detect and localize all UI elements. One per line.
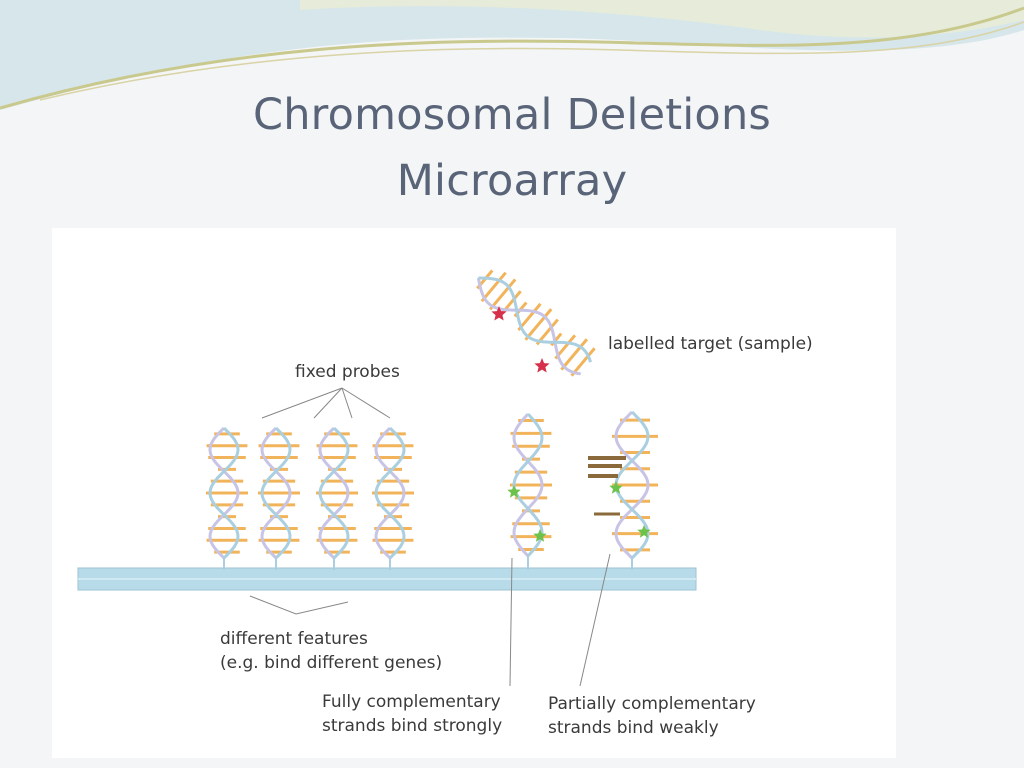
base-pair-rung [560, 338, 589, 371]
microarray-diagram: fixed probes labelled target (sample) di… [77, 269, 813, 738]
fixed-probes-pointer-lines [261, 387, 391, 419]
strand-back [208, 426, 240, 560]
slide-title-line-2: Microarray [396, 156, 628, 206]
base-pair-rung [517, 302, 542, 332]
fully-complementary-pointer-line [509, 557, 513, 687]
strand-front [260, 426, 292, 560]
fixed-probe-3 [316, 426, 358, 570]
fixed-probe-1 [206, 426, 248, 570]
fixed-probes-label: fixed probes [295, 362, 400, 382]
partially-complementary-label-line-2: strands bind weakly [548, 718, 719, 738]
different-features-bracket [249, 595, 349, 615]
partially-complementary-bound-probe [588, 410, 658, 570]
strand-back [512, 412, 544, 558]
fully-complementary-bound-probe [507, 412, 552, 570]
strand-front [318, 426, 350, 560]
fixed-probe-2 [258, 426, 300, 570]
diagram-panel [52, 228, 896, 758]
different-features-label-line-2: (e.g. bind different genes) [220, 653, 442, 673]
strand-back [260, 426, 292, 560]
fixed-probe-4 [372, 426, 414, 570]
fluorescent-label-star-icon [534, 358, 550, 373]
fluorescent-label-star-icon [507, 485, 521, 498]
strand-back [614, 410, 650, 560]
fully-complementary-label-line-1: Fully complementary [322, 692, 501, 712]
fluorescent-label-star-icon [533, 529, 547, 542]
header-swoosh-decoration [0, 0, 1024, 110]
strand-back [318, 426, 350, 560]
different-features-label-line-1: different features [220, 629, 368, 649]
fluorescent-label-star-icon [609, 481, 623, 494]
strand-front [478, 276, 592, 363]
fluorescent-label-star-icon [491, 306, 507, 321]
base-pair-rung [480, 271, 507, 303]
base-pair-rung [524, 308, 553, 341]
slide-title-line-1: Chromosomal Deletions [252, 90, 772, 140]
partially-complementary-pointer-line [579, 553, 611, 687]
fully-complementary-label-line-2: strands bind strongly [322, 716, 502, 736]
labelled-target-strand [476, 269, 596, 377]
strand-back [374, 426, 406, 560]
fixed-probes-group [206, 426, 414, 570]
strand-front [208, 426, 240, 560]
labelled-target-label: labelled target (sample) [608, 334, 813, 354]
strand-front [374, 426, 406, 560]
partially-complementary-label-line-1: Partially complementary [548, 694, 756, 714]
strand-back [476, 277, 581, 376]
fluorescent-label-star-icon [637, 525, 651, 538]
base-pair-rung [570, 347, 596, 377]
base-pair-rung [488, 278, 517, 311]
